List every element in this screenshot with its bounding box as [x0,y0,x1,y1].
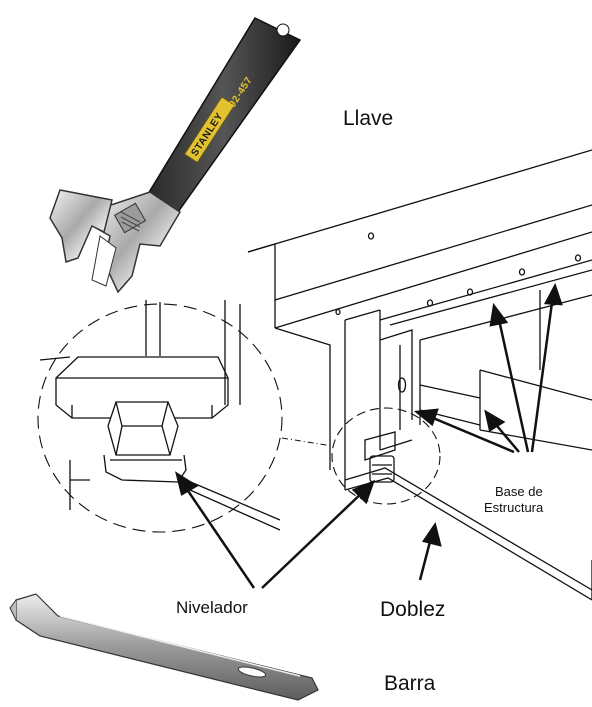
cabinet-frame [247,149,592,601]
label-base-line2: Estructura [484,500,544,515]
detail-magnified [37,300,283,533]
label-base-line1: Base de [495,484,543,499]
label-nivelador: Nivelador [176,598,248,617]
pry-bar-image [9,593,319,701]
label-doblez: Doblez [380,598,445,621]
label-llave: Llave [343,107,393,130]
detail-circle-small [331,407,441,505]
annotation-arrows [175,282,563,589]
label-barra: Barra [384,672,436,695]
detail-connector-line [281,437,333,447]
wrench-image: STANLEY 92-457 [49,17,302,294]
